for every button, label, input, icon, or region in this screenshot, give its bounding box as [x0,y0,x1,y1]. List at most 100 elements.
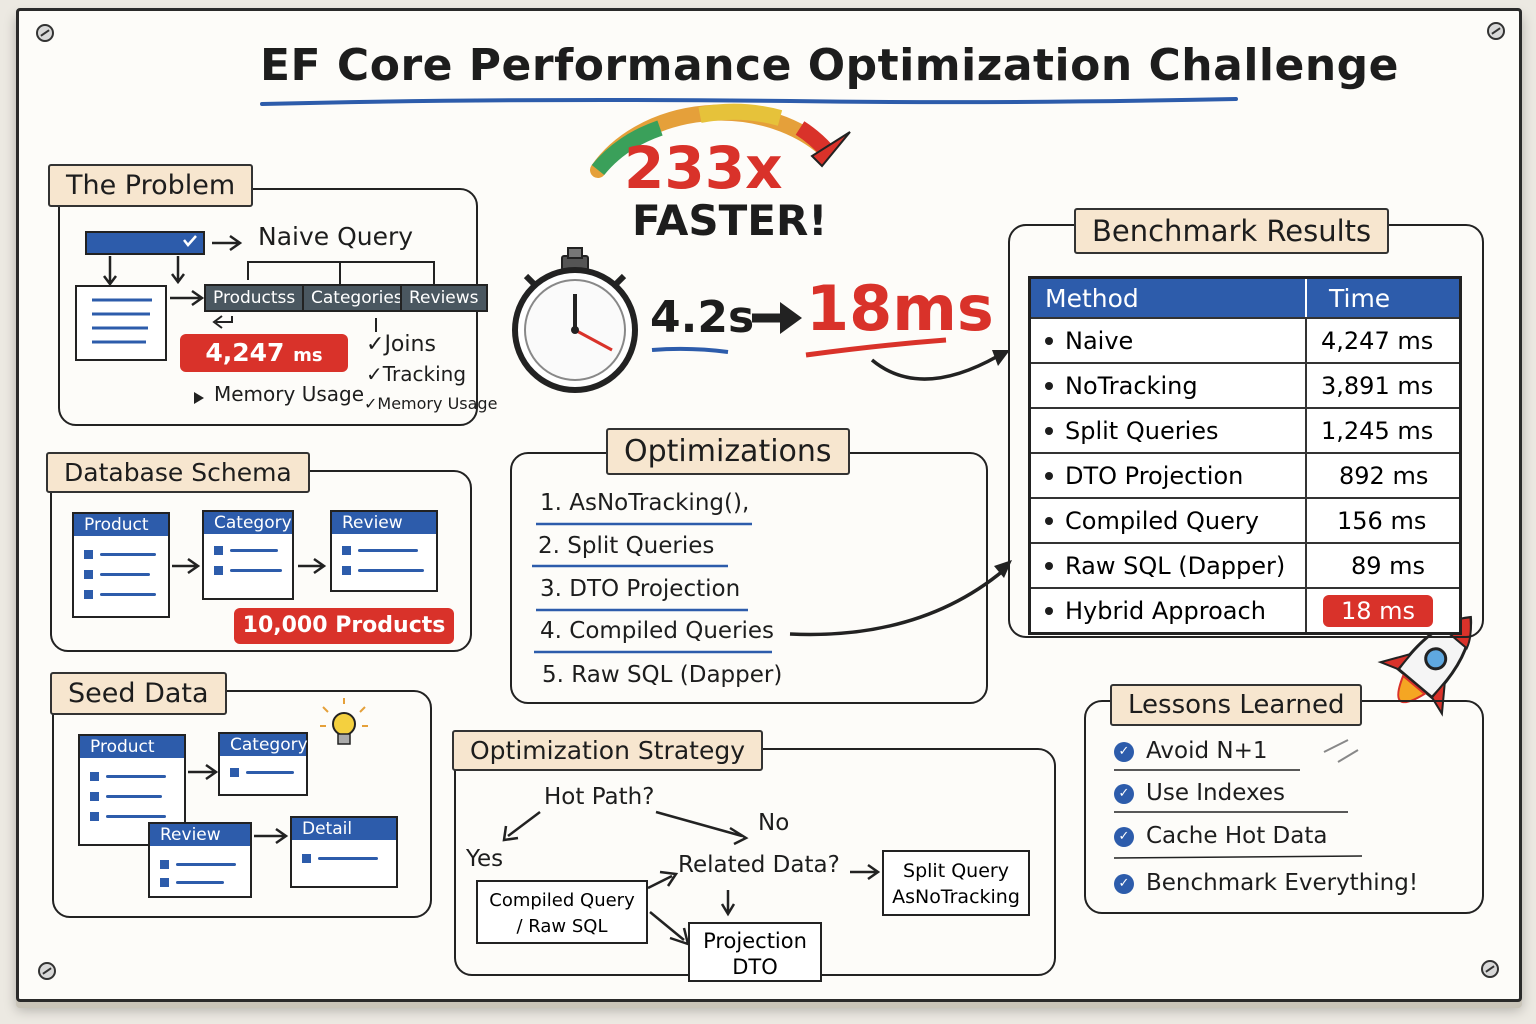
optimization-item: 4. Compiled Queries [540,618,775,644]
schema-table-product-name: Product [74,514,168,536]
method-cell: Split Queries [1065,416,1219,445]
table-row: Raw SQL (Dapper) 89 ms [1031,542,1459,587]
lesson-item: ✓ Cache Hot Data [1114,823,1327,849]
speedup-multiplier: 233x [624,134,783,202]
benchmark-heading: Benchmark Results [1074,208,1390,254]
yes-label: Yes [466,846,504,872]
check-circle-icon: ✓ [1114,741,1134,762]
check-joins-label: Joins [384,332,436,357]
col-time-header: Time [1329,283,1391,313]
best-time-pill: 18 ms [1323,594,1434,627]
projection-line2: DTO [732,955,778,979]
check-circle-icon: ✓ [1114,783,1134,804]
col-method-header: Method [1031,279,1307,317]
check-circle-icon: ✓ [1114,873,1134,894]
related-data-question: Related Data? [678,852,840,878]
check-memory: ✓Memory Usage [364,394,497,413]
method-cell: Naive [1065,326,1134,355]
compiled-query-box: Compiled Query / Raw SQL [476,880,648,944]
lesson-text: Cache Hot Data [1146,823,1328,849]
naive-query-label: Naive Query [258,222,414,251]
split-query-line1: Split Query [903,860,1009,882]
optimization-item: 1. AsNoTracking(), [540,490,750,516]
no-label: No [758,810,790,836]
benchmark-table: Method Time Naive 4,247 ms NoTracking 3,89… [1028,276,1462,635]
schema-table-category-name: Category [204,512,292,534]
schema-table-product: Product [72,512,170,618]
schema-heading: Database Schema [46,452,310,493]
time-before: 4.2s [650,292,755,343]
schema-table-category: Category [202,510,294,600]
method-cell: DTO Projection [1065,461,1244,490]
screw-icon [38,962,56,980]
categories-tag: Categories [302,284,412,312]
table-row: Compiled Query 156 ms [1031,497,1459,542]
memory-usage-label: Memory Usage [214,382,365,406]
seed-table-review-name: Review [150,824,250,846]
seed-table-detail: Detail [290,816,398,888]
schema-table-review: Review [330,510,438,592]
schema-table-review-name: Review [332,512,436,534]
lesson-text: Avoid N+1 [1146,738,1268,764]
seed-table-product-name: Product [80,736,184,758]
time-cell: 89 ms [1351,551,1426,580]
split-query-line2: AsNoTracking [892,886,1020,908]
products-tag: Productss [204,284,305,312]
method-cell: Compiled Query [1065,506,1259,535]
time-after: 18ms [806,272,994,345]
projection-box: Projection DTO [688,922,822,982]
table-row: Hybrid Approach 18 ms [1031,587,1459,632]
projection-line1: Projection [703,929,807,953]
hot-path-question: Hot Path? [544,784,655,810]
time-cell: 3,891 ms [1321,371,1434,400]
check-tracking: ✓Tracking [366,362,466,386]
method-cell: NoTracking [1065,371,1198,400]
naive-time-unit: ms [293,345,323,366]
compiled-query-line2: / Raw SQL [516,916,608,937]
table-row: DTO Projection 892 ms [1031,452,1459,497]
time-cell: 892 ms [1339,461,1429,490]
lesson-item: ✓ Avoid N+1 [1114,738,1267,764]
table-row: NoTracking 3,891 ms [1031,362,1459,407]
problem-heading: The Problem [48,164,254,207]
seed-heading: Seed Data [50,672,227,715]
screw-icon [1481,960,1499,978]
optimizations-heading: Optimizations [606,428,850,475]
seed-table-category: Category [218,732,308,796]
method-cell: Hybrid Approach [1065,596,1266,625]
screw-icon [1487,22,1505,40]
product-count-pill: 10,000 Products [234,608,454,644]
check-joins: ✓Joins [366,332,436,357]
lessons-heading: Lessons Learned [1110,684,1363,726]
split-query-box: Split Query AsNoTracking [882,850,1030,916]
naive-time-value: 4,247 [205,338,285,367]
seed-table-review: Review [148,822,252,898]
check-circle-icon: ✓ [1114,826,1134,847]
lesson-item: ✓Benchmark Everything! [1114,870,1418,896]
benchmark-header-row: Method Time [1031,279,1459,317]
check-icon: ✓ [364,394,378,413]
lesson-item: ✓ Use Indexes [1114,780,1285,806]
table-row: Naive 4,247 ms [1031,317,1459,362]
seed-panel [52,690,432,918]
compiled-query-line1: Compiled Query [489,890,635,911]
page-title: EF Core Performance Optimization Challen… [260,40,1399,91]
check-icon: ✓ [366,332,385,357]
optimization-item: 2. Split Queries [538,533,715,559]
strategy-heading: Optimization Strategy [452,730,763,771]
speedup-label: FASTER! [632,196,828,245]
optimization-item: 5. Raw SQL (Dapper) [542,662,783,688]
seed-table-category-name: Category [220,734,308,756]
check-icon: ✓ [366,362,383,386]
check-memory-label: Memory Usage [377,394,498,413]
screw-icon [36,24,54,42]
reviews-tag: Reviews [400,284,488,312]
optimization-item: 3. DTO Projection [540,576,741,602]
time-cell: 156 ms [1337,506,1427,535]
method-cell: Raw SQL (Dapper) [1065,551,1286,580]
time-cell: 4,247 ms [1321,326,1434,355]
lesson-text: Use Indexes [1146,780,1286,806]
naive-time-pill: 4,247 ms [180,334,348,372]
